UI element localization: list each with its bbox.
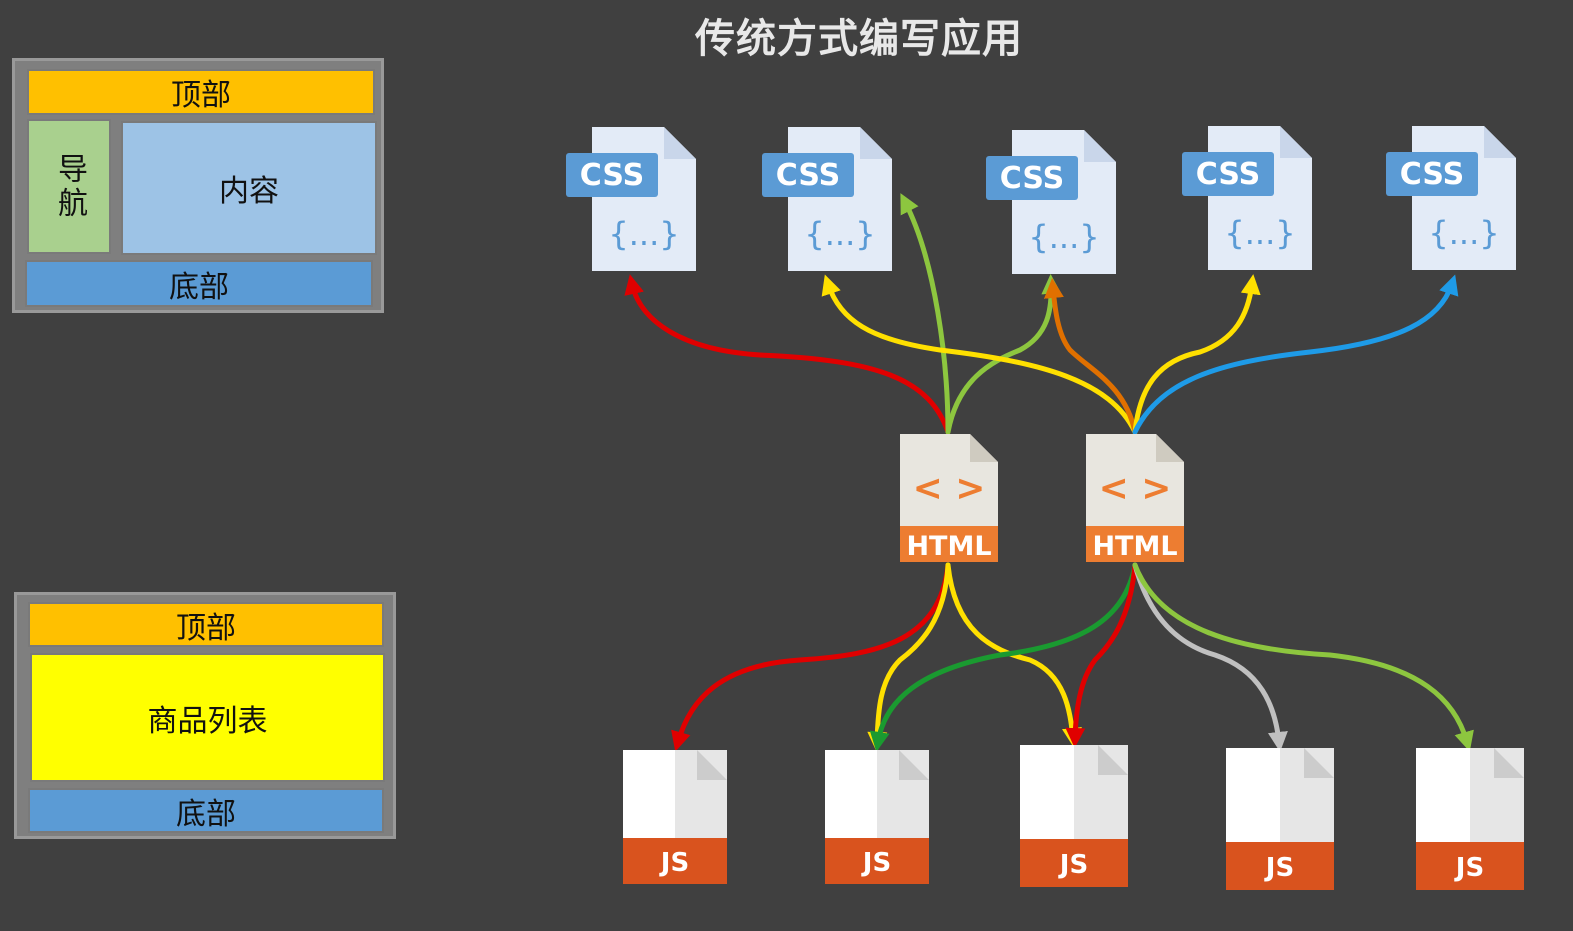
css-file-2: CSS {...} [762, 127, 892, 271]
html-badge-label: HTML [1092, 531, 1177, 562]
js-badge-label: JS [659, 848, 689, 878]
css-file-1: CSS {...} [566, 127, 696, 271]
js-badge-label: JS [1454, 853, 1484, 883]
css-body-icon: {...} [1028, 218, 1099, 256]
layout-footer: 底部 [28, 788, 384, 833]
link-html2-js2 [869, 562, 1138, 752]
css-file-4: CSS {...} [1182, 126, 1312, 270]
link-html2-css4 [1132, 274, 1261, 435]
js-file-fold [1304, 748, 1334, 778]
css-badge [1386, 152, 1478, 196]
css-badge [566, 153, 658, 197]
css-file-fold [860, 127, 892, 159]
link-html2-css5 [1132, 274, 1459, 435]
layout-nav: 导航 [27, 119, 111, 254]
js-badge [1416, 842, 1524, 890]
css-badge [1182, 152, 1274, 196]
html-badge [1086, 526, 1184, 562]
css-body-icon: {...} [804, 215, 875, 253]
js-file-fold [1494, 748, 1524, 778]
layout-product-list: 商品列表 [30, 653, 385, 782]
page-layout-2: 顶部 商品列表 底部 [14, 592, 396, 839]
css-file-fold [1084, 130, 1116, 162]
js-badge [1226, 842, 1334, 890]
layout-content: 内容 [121, 121, 377, 255]
css-badge-label: CSS [1400, 157, 1464, 192]
html-badge [900, 526, 998, 562]
html-badge-label: HTML [906, 531, 991, 562]
js-file-5: JS [1416, 748, 1524, 890]
diagram-title: 传统方式编写应用 [695, 16, 1023, 62]
css-badge [986, 156, 1078, 200]
js-file-4: JS [1226, 748, 1334, 890]
html-file-fold [970, 434, 998, 462]
css-badge [762, 153, 854, 197]
link-html1-js1 [671, 562, 951, 752]
js-badge-label: JS [861, 848, 891, 878]
css-body-icon: {...} [1428, 214, 1499, 252]
js-file-3: JS [1020, 745, 1128, 887]
code-brackets-icon: < > [913, 468, 986, 509]
js-file-1: JS [623, 750, 727, 884]
link-html2-js4 [1132, 562, 1288, 752]
js-badge [825, 838, 929, 884]
link-html2-css2 [821, 274, 1138, 435]
html-file-1: < > HTML [900, 434, 998, 562]
css-badge-label: CSS [1196, 157, 1260, 192]
link-html2-js5 [1132, 562, 1474, 752]
js-file-fold [697, 750, 727, 780]
link-html2-js3 [1065, 562, 1138, 748]
html-file-2: < > HTML [1086, 434, 1184, 562]
css-file-fold [1280, 126, 1312, 158]
link-html1-css3 [945, 274, 1062, 435]
link-html1-css2 [900, 193, 951, 435]
link-html1-css1 [624, 274, 951, 435]
page-layout-1: 顶部 导航 内容 底部 [12, 58, 384, 313]
link-html2-css3 [1043, 278, 1138, 435]
js-file-2: JS [825, 750, 929, 884]
js-badge-label: JS [1058, 850, 1088, 880]
css-badge-label: CSS [776, 158, 840, 193]
layout-header: 顶部 [28, 602, 384, 647]
link-html1-js2 [867, 562, 951, 752]
js-badge-label: JS [1264, 853, 1294, 883]
css-badge-label: CSS [1000, 161, 1064, 196]
layout-footer: 底部 [25, 260, 373, 307]
js-file-fold [899, 750, 929, 780]
link-html1-js3 [945, 562, 1082, 748]
css-file-fold [1484, 126, 1516, 158]
js-file-fold [1098, 745, 1128, 775]
js-badge [623, 838, 727, 884]
css-body-icon: {...} [608, 215, 679, 253]
html-file-fold [1156, 434, 1184, 462]
code-brackets-icon: < > [1099, 468, 1172, 509]
layout-header: 顶部 [27, 69, 375, 115]
css-file-5: CSS {...} [1386, 126, 1516, 270]
css-file-3: CSS {...} [986, 130, 1116, 274]
js-badge [1020, 839, 1128, 887]
css-badge-label: CSS [580, 158, 644, 193]
css-body-icon: {...} [1224, 214, 1295, 252]
css-file-fold [664, 127, 696, 159]
